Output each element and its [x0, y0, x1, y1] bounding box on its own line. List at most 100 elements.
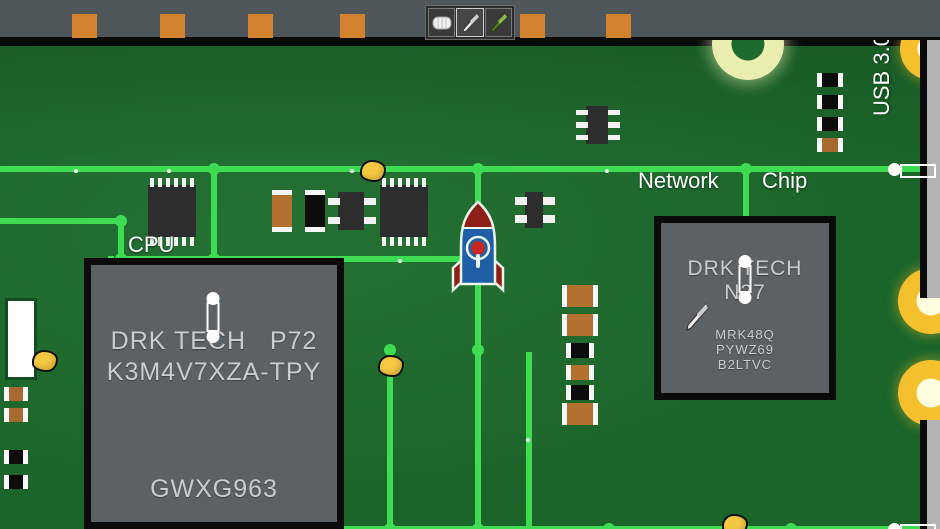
left-white-connector	[5, 298, 37, 380]
hotbar-slot-bandage[interactable]	[428, 8, 456, 37]
cpu-chip-face: DRK TECH P72 K3M4V7XZA-TPY GWXG963	[91, 265, 337, 522]
ic-chip-soic	[576, 106, 620, 144]
ic-chip-soic-body	[586, 106, 608, 144]
cpu-chip[interactable]: DRK TECH P72 K3M4V7XZA-TPY GWXG963	[84, 258, 344, 529]
hud-slot-0[interactable]	[72, 14, 97, 38]
trace-vertical-3	[118, 218, 124, 264]
transistor-pin-left-1	[515, 215, 527, 223]
ic-chip-1-pin-bottom-0	[150, 237, 154, 246]
ic-chip-1-pin-top-5	[190, 178, 194, 187]
transistor-pin-left-0	[515, 197, 527, 205]
trace-node-13	[785, 523, 797, 529]
trace-vertical-6	[475, 347, 481, 529]
network-jumper-barrel	[738, 265, 752, 293]
trace-via-2	[350, 169, 354, 173]
ic-chip-soic-pin-left-1	[576, 122, 588, 128]
resistor-stack-2	[562, 314, 598, 336]
network-chip-code-1: MRK48Q	[715, 327, 775, 342]
bandage-icon	[432, 16, 452, 29]
trace-horizontal-1	[0, 218, 126, 224]
ic-chip-1-pin-top-2	[166, 178, 170, 187]
label-usb: USB 3.0	[869, 34, 894, 116]
network-jumper[interactable]	[737, 255, 753, 304]
transistor-body	[525, 192, 543, 228]
usb-pad-1	[817, 73, 843, 87]
trace-node-7	[384, 344, 396, 356]
transistor	[515, 192, 555, 228]
solder-blob-top[interactable]	[360, 160, 386, 182]
edge-connector-bottom-dot	[888, 523, 901, 529]
trace-node-0	[208, 163, 220, 175]
trace-via-3	[605, 169, 609, 173]
ic-chip-1-pin-top-1	[158, 178, 162, 187]
solder-blob-mid[interactable]	[378, 355, 404, 377]
ic-chip-1-pin-top-4	[182, 178, 186, 187]
board-top-edge	[0, 40, 940, 46]
hotbar-slot-white-sword[interactable]	[456, 8, 484, 37]
green-sword-icon	[490, 12, 508, 33]
ic-chip-2-pin-top-2	[398, 178, 402, 187]
hud-slot-1[interactable]	[160, 14, 185, 38]
hud-slot-3[interactable]	[340, 14, 365, 38]
ic-chip-2-pin-bottom-5	[422, 237, 426, 246]
hud-slot-6[interactable]	[606, 14, 631, 38]
ic-chip-1-pin-bottom-3	[174, 237, 178, 246]
trace-horizontal-4	[108, 526, 938, 529]
solder-blob-left[interactable]	[32, 350, 58, 372]
trace-vertical-5	[387, 347, 393, 529]
label-network: Network	[638, 168, 719, 193]
edge-connector-bottom[interactable]	[900, 524, 936, 529]
ic-chip-2-pin-bottom-3	[406, 237, 410, 246]
ic-chip-1-pin-top-0	[150, 178, 154, 187]
usb-pad-4	[817, 138, 843, 152]
transistor-pin-right-1	[543, 215, 555, 223]
rocket-player[interactable]	[448, 198, 508, 298]
label-cpu: CPU	[128, 232, 175, 257]
trace-node-8	[472, 344, 484, 356]
edge-slot-bottom	[920, 420, 940, 529]
hud-slot-2[interactable]	[248, 14, 273, 38]
ic-chip-2-pin-top-3	[406, 178, 410, 187]
hud-bar	[0, 0, 940, 40]
edge-slot-top	[920, 40, 940, 298]
trace-horizontal-0	[0, 166, 940, 172]
ic-chip-2-pin-bottom-2	[398, 237, 402, 246]
ic-chip-soic-pin-right-1	[608, 122, 620, 128]
ic-chip-gray-body	[338, 192, 364, 230]
hud-slot-5[interactable]	[520, 14, 545, 38]
white-sword-icon[interactable]	[681, 301, 711, 333]
trace-via-1	[167, 169, 171, 173]
solder-blob-bottom[interactable]	[722, 514, 748, 529]
trace-node-12	[603, 523, 615, 529]
resistor-stack-1	[562, 285, 598, 307]
ic-chip-soic-pin-right-0	[608, 109, 620, 115]
hotbar-slot-green-sword[interactable]	[484, 8, 512, 37]
ic-chip-1-body	[148, 185, 196, 237]
ic-chip-1-pin-bottom-1	[158, 237, 162, 246]
trace-via-0	[74, 169, 78, 173]
network-chip-code-2: PYWZ69	[715, 342, 774, 357]
cpu-jumper[interactable]	[205, 292, 221, 343]
hotbar[interactable]	[425, 5, 515, 40]
edge-connector-top-dot	[888, 163, 901, 176]
white-sword-icon	[462, 12, 480, 33]
trace-via-5	[398, 259, 402, 263]
network-chip-code-3: B2LTVC	[717, 357, 773, 372]
edge-connector-top[interactable]	[900, 164, 936, 178]
capacitor-black-1	[305, 190, 325, 232]
ic-chip-1-pin-bottom-5	[190, 237, 194, 246]
left-resistor-1	[4, 387, 28, 401]
network-chip[interactable]: DRK TECH N27 MRK48Q PYWZ69 B2LTVC	[654, 216, 836, 400]
ic-chip-2-pin-top-5	[422, 178, 426, 187]
resistor-stack-4	[566, 365, 594, 380]
usb-pad-3	[817, 117, 843, 131]
network-jumper-cap-top	[738, 255, 752, 268]
cpu-jumper-cap-top	[206, 292, 220, 305]
ic-chip-1	[148, 178, 196, 246]
ic-chip-2-pin-top-0	[382, 178, 386, 187]
trace-vertical-0	[211, 166, 217, 262]
ic-chip-gray-pin-left-1	[328, 216, 340, 225]
label-chip: Chip	[762, 168, 808, 193]
ic-chip-1-pin-bottom-2	[166, 237, 170, 246]
